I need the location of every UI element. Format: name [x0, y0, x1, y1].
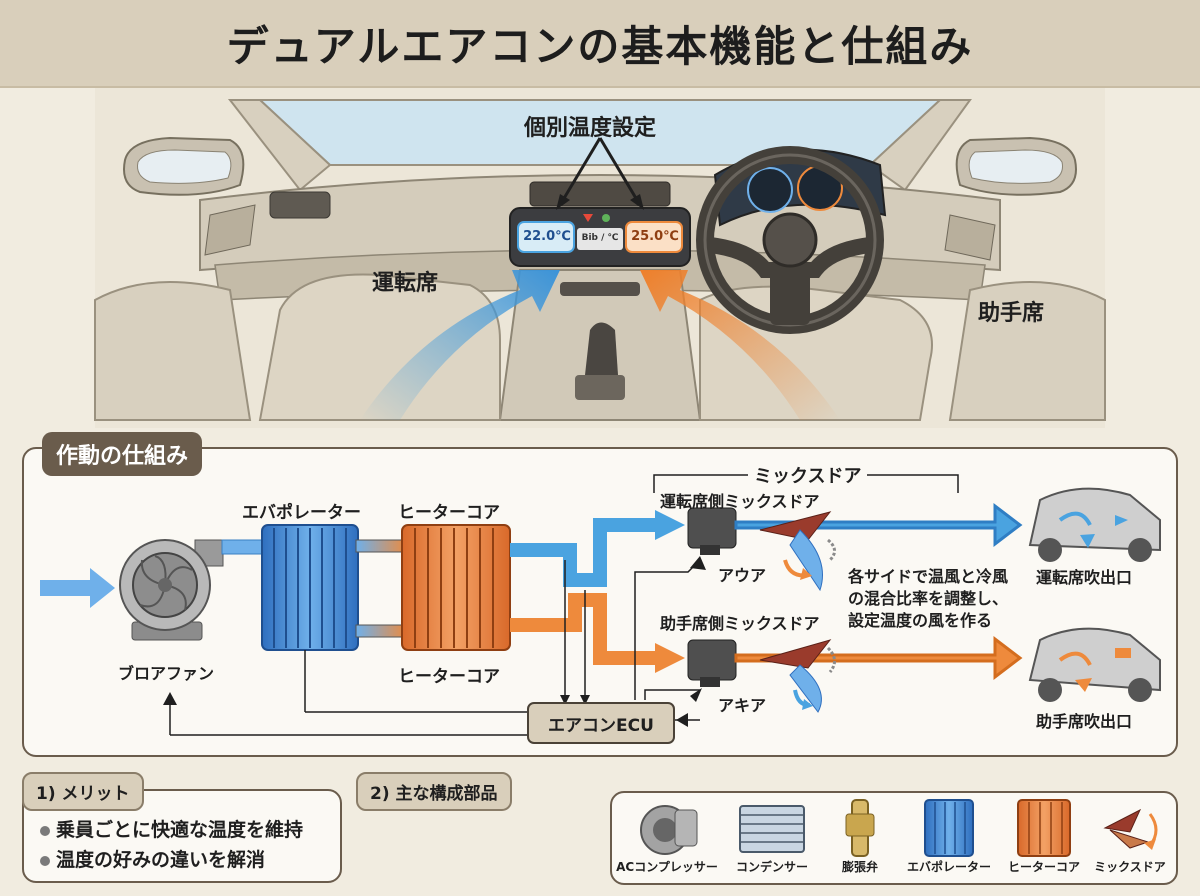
- merit-item: 温度の好みの違いを解消: [40, 845, 265, 872]
- heater-core-bottom-label: ヒーターコア: [398, 667, 500, 687]
- components-title: 2) 主な構成部品: [356, 772, 512, 811]
- blower-fan-label: ブロアファン: [118, 664, 215, 683]
- bullet-icon: [40, 825, 50, 836]
- bullet-icon: [40, 855, 50, 866]
- individual-temp-label: 個別温度設定: [524, 116, 657, 141]
- component-label: ミックスドア: [1094, 860, 1166, 874]
- component-label: コンデンサー: [735, 860, 808, 874]
- component-label: ACコンプレッサー: [616, 860, 718, 874]
- heater-core-icon: [1017, 799, 1071, 857]
- left-temp-display: 22.0℃: [523, 229, 571, 244]
- merits-title: 1) メリット: [22, 772, 144, 811]
- mix-door-icon: [1103, 808, 1158, 850]
- actuator-1-label: アウア: [718, 566, 767, 585]
- page-title: デュアルエアコンの基本機能と仕組み: [226, 21, 974, 71]
- driver-outlet-car-icon: [1028, 487, 1161, 562]
- right-temp-display: 25.0℃: [631, 229, 679, 244]
- driver-outlet-label: 運転席吹出口: [1036, 568, 1133, 587]
- component-label: ヒーターコア: [1007, 860, 1080, 874]
- passenger-seat-label: 助手席: [978, 301, 1045, 326]
- component-label: 膨張弁: [841, 860, 878, 874]
- driver-seat-label: 運転席: [372, 271, 439, 296]
- component-label: エバポレーター: [906, 860, 991, 874]
- actuator-2-label: アキア: [718, 696, 767, 715]
- driver-mix-door-label: 運転席側ミックスドア: [660, 492, 820, 511]
- passenger-outlet-car-icon: [1028, 627, 1161, 702]
- passenger-outlet-label: 助手席吹出口: [1036, 712, 1133, 731]
- merit-item: 乗員ごとに快適な温度を維持: [40, 815, 303, 842]
- mix-door-group-label: ミックスドア: [748, 462, 868, 488]
- title-bar: デュアルエアコンの基本機能と仕組み: [0, 0, 1200, 88]
- mechanism-section-title: 作動の仕組み: [42, 432, 203, 476]
- evaporator-icon: [924, 799, 974, 857]
- evaporator-label: エバポレーター: [242, 503, 361, 523]
- ac-compressor-icon: [640, 805, 698, 855]
- ecu-label: エアコンECU: [548, 716, 654, 736]
- condenser-icon: [739, 805, 805, 853]
- mix-ratio-note: 各サイドで温風と冷風 の混合比率を調整し、 設定温度の風を作る: [848, 567, 1009, 630]
- ecu-box: [527, 702, 675, 744]
- passenger-mix-door-label: 助手席側ミックスドア: [660, 614, 820, 633]
- center-display: Bib / ℃: [581, 233, 619, 243]
- heater-core-top-label: ヒーターコア: [398, 503, 500, 523]
- expansion-valve-icon: [845, 799, 875, 857]
